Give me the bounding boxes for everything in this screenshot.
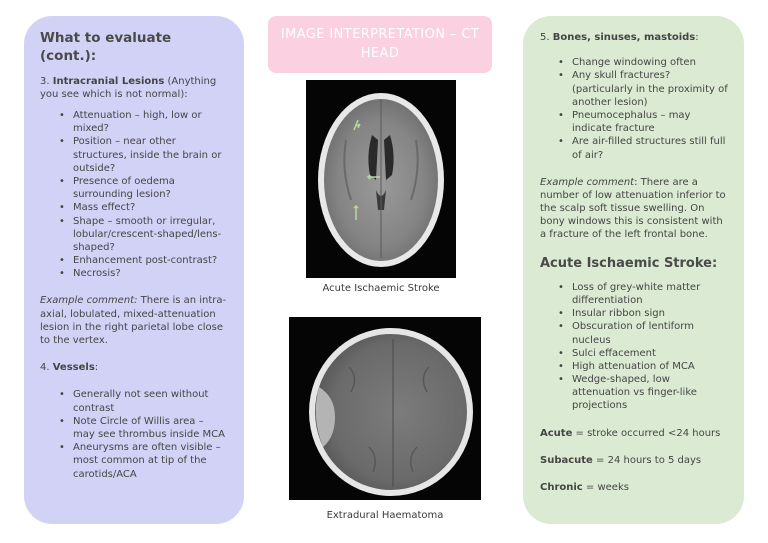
ct-image-extradural-haematoma xyxy=(289,317,481,500)
list-item: High attenuation of MCA xyxy=(540,360,730,373)
def-term: Chronic xyxy=(540,482,583,494)
section3-list: Attenuation – high, low or mixed? Positi… xyxy=(40,109,228,281)
section5-intro: 5. Bones, sinuses, mastoids: xyxy=(540,31,730,44)
list-item: Insular ribbon sign xyxy=(540,307,730,320)
list-item: Aneurysms are often visible – most commo… xyxy=(40,441,228,481)
left-example-comment: Example comment: There is an intra-axial… xyxy=(40,294,228,347)
list-item: Generally not seen without contrast xyxy=(40,388,228,414)
list-item: Loss of grey-white matter differentiatio… xyxy=(540,281,730,307)
list-item: Pneumocephalus – may indicate fracture xyxy=(540,109,730,135)
example-label: Example comment xyxy=(540,176,635,188)
def-subacute: Subacute = 24 hours to 5 days xyxy=(540,454,730,467)
list-item: Note Circle of Willis area – may see thr… xyxy=(40,415,228,441)
section4-list: Generally not seen without contrast Note… xyxy=(40,388,228,480)
section5-title: Bones, sinuses, mastoids xyxy=(552,32,696,43)
list-item: Obscuration of lentiform nucleus xyxy=(540,320,730,346)
def-desc: = stroke occurred <24 hours xyxy=(572,427,721,439)
example-text: There is an intra-axial, lobulated, mixe… xyxy=(40,295,227,346)
section4-intro: 4. Vessels: xyxy=(40,361,228,374)
section4-title: Vessels xyxy=(52,362,95,374)
right-panel: 5. Bones, sinuses, mastoids: Change wind… xyxy=(523,16,744,524)
list-item: Sulci effacement xyxy=(540,347,730,360)
left-heading: What to evaluate (cont.): xyxy=(40,30,172,64)
ct-scan-stroke-graphic xyxy=(306,80,456,278)
caption-acute-stroke: Acute Ischaemic Stroke xyxy=(322,283,440,294)
def-chronic: Chronic = weeks xyxy=(540,481,730,494)
def-term: Subacute xyxy=(540,454,593,466)
section4-num: 4. xyxy=(40,362,53,374)
list-item: Enhancement post-contrast? xyxy=(40,254,228,267)
list-item: Wedge-shaped, low attenuation vs finger-… xyxy=(540,373,730,413)
ct-image-acute-stroke xyxy=(306,80,456,278)
section4-rest: : xyxy=(94,362,99,374)
def-desc: = weeks xyxy=(582,482,629,494)
left-panel: What to evaluate (cont.): 3. Intracrania… xyxy=(24,16,244,524)
list-item: Any skull fractures? (particularly in th… xyxy=(540,69,730,109)
page-title-text: IMAGE INTERPRETATION – CT HEAD xyxy=(280,27,480,61)
stroke-list: Loss of grey-white matter differentiatio… xyxy=(540,281,730,413)
caption-extradural-haematoma: Extradural Haematoma xyxy=(326,510,444,521)
list-item: Attenuation – high, low or mixed? xyxy=(40,109,228,135)
list-item: Are air-filled structures still full of … xyxy=(540,135,730,161)
section5-num: 5. xyxy=(540,32,553,43)
def-acute: Acute = stroke occurred <24 hours xyxy=(540,427,730,440)
list-item: Necrosis? xyxy=(40,267,228,280)
example-text: : There are a number of low attenuation … xyxy=(540,176,726,241)
page-title: IMAGE INTERPRETATION – CT HEAD xyxy=(268,16,492,73)
section3-intro: 3. Intracranial Lesions (Anything you se… xyxy=(40,75,228,101)
list-item: Shape – smooth or irregular, lobular/cre… xyxy=(40,215,228,255)
list-item: Mass effect? xyxy=(40,201,228,214)
section5-list: Change windowing often Any skull fractur… xyxy=(540,56,730,162)
section3-num: 3. xyxy=(40,75,53,87)
section3-rest: (Anything you see which is not normal): xyxy=(40,75,217,100)
example-label: Example comment: xyxy=(40,295,138,307)
stroke-heading: Acute Ischaemic Stroke: xyxy=(540,255,718,271)
right-example-comment: Example comment: There are a number of l… xyxy=(540,176,730,242)
list-item: Change windowing often xyxy=(540,56,730,69)
def-desc: = 24 hours to 5 days xyxy=(592,454,702,466)
section5-rest: : xyxy=(695,32,699,43)
def-term: Acute xyxy=(540,427,573,439)
section3-title: Intracranial Lesions xyxy=(52,75,165,87)
list-item: Presence of oedema surrounding lesion? xyxy=(40,175,228,201)
ct-scan-haematoma-graphic xyxy=(289,317,481,500)
list-item: Position – near other structures, inside… xyxy=(40,135,228,175)
